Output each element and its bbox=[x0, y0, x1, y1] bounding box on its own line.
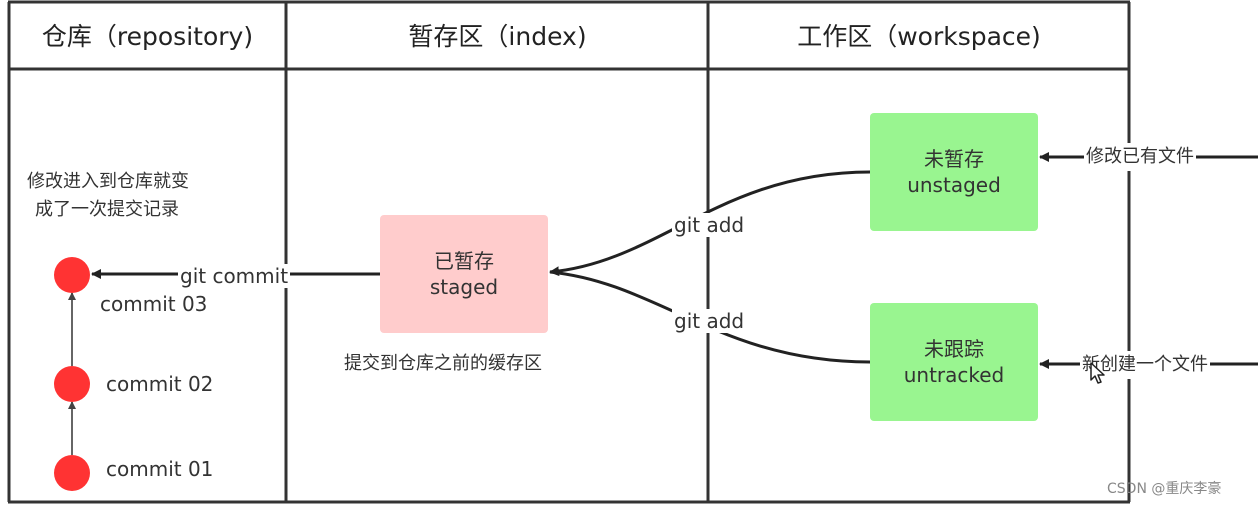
header-workspace: 工作区（workspace) bbox=[797, 22, 1041, 51]
untracked-subtitle: untracked bbox=[903, 363, 1005, 387]
mouse-cursor-icon bbox=[1090, 362, 1105, 384]
repository-note-line-2: 成了一次提交记录 bbox=[35, 199, 179, 220]
header-index: 暂存区（index) bbox=[408, 22, 587, 51]
staged-subtitle: staged bbox=[429, 275, 499, 299]
unstaged-subtitle: unstaged bbox=[907, 173, 1001, 197]
commit-02-label: commit 02 bbox=[106, 372, 214, 396]
untracked-title: 未跟踪 bbox=[924, 337, 984, 361]
commit-03-label: commit 03 bbox=[100, 292, 208, 316]
table-frame bbox=[7, 0, 1131, 504]
unstaged-box: 未暂存 unstaged bbox=[870, 113, 1038, 231]
commit-01-dot bbox=[54, 455, 90, 491]
unstaged-title: 未暂存 bbox=[924, 147, 984, 171]
repository-note-line-1: 修改进入到仓库就变 bbox=[27, 171, 189, 192]
git-add-top-label: git add bbox=[672, 213, 747, 237]
git-add-bottom-label: git add bbox=[672, 309, 747, 333]
commit-02-dot bbox=[54, 366, 90, 402]
commit-03-dot bbox=[54, 257, 90, 293]
modify-existing-label: 修改已有文件 bbox=[1084, 143, 1196, 171]
commit-01-label: commit 01 bbox=[106, 457, 214, 481]
watermark: CSDN @重庆李豪 bbox=[1107, 481, 1222, 497]
untracked-box: 未跟踪 untracked bbox=[870, 303, 1038, 421]
index-caption: 提交到仓库之前的缓存区 bbox=[344, 353, 542, 374]
staged-box: 已暂存 staged bbox=[380, 215, 548, 333]
git-commit-label: git commit bbox=[178, 264, 291, 288]
staged-title: 已暂存 bbox=[434, 249, 494, 273]
header-repository: 仓库（repository) bbox=[41, 22, 254, 51]
